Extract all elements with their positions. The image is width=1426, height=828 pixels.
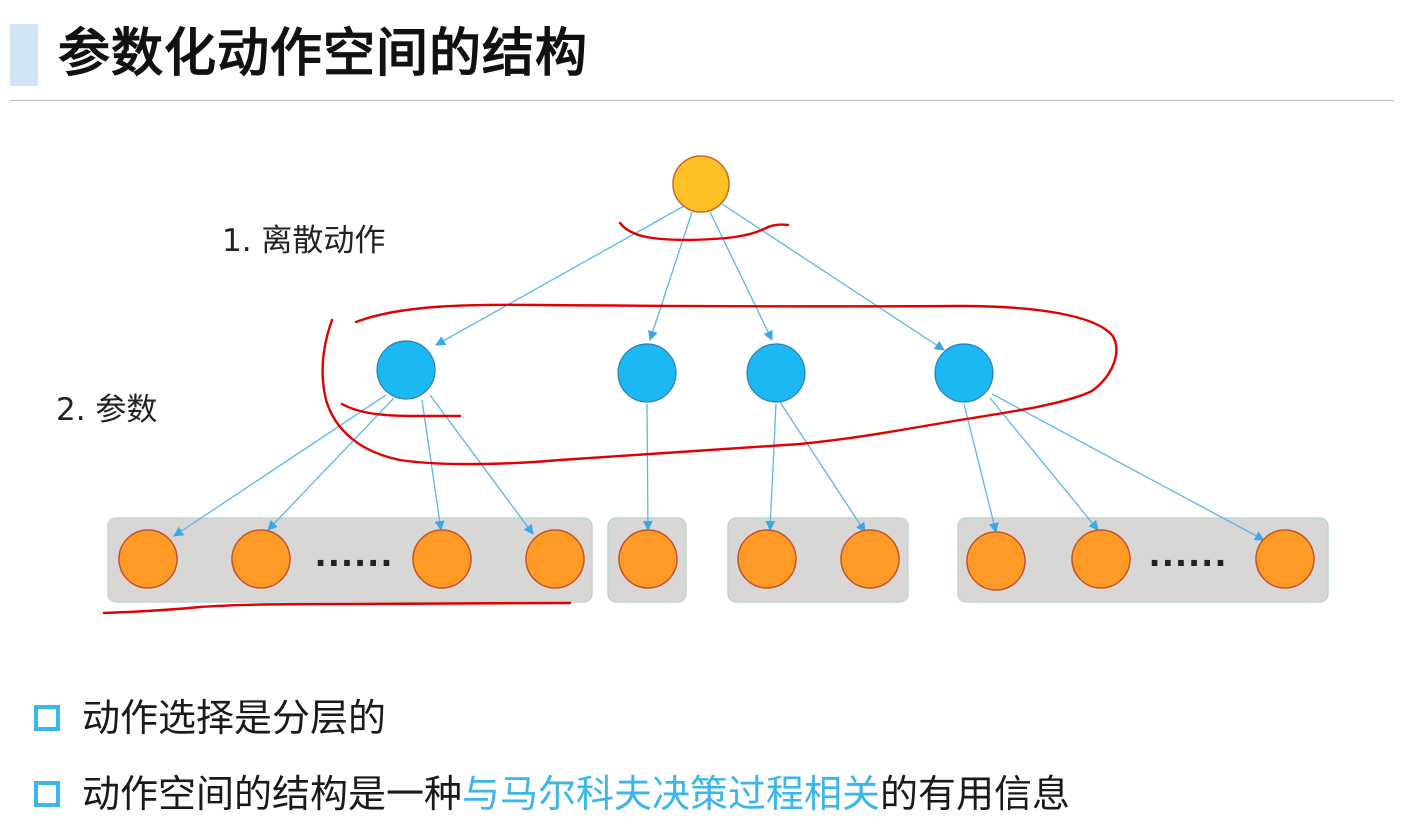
annotation-under-group-1 <box>102 601 572 615</box>
param-group-4 <box>957 517 1329 603</box>
param-node-2 <box>231 529 291 589</box>
param-node-5 <box>618 529 678 589</box>
param-node-7 <box>840 529 900 589</box>
slide-title: 参数化动作空间的结构 <box>58 24 589 84</box>
action-node-1 <box>376 340 436 400</box>
parameter-nodes <box>118 529 1315 591</box>
edge-a1-p3 <box>421 399 445 531</box>
bullet-item-2: 动作空间的结构是一种与马尔科夫决策过程相关的有用信息 <box>34 770 1070 818</box>
ellipsis-group-4: ...... <box>1149 536 1228 574</box>
bullet-item-1: 动作选择是分层的 <box>34 694 386 742</box>
edge-root-a4 <box>721 203 945 351</box>
edge-a1-p1 <box>173 394 387 537</box>
edge-a4-p10 <box>991 393 1265 541</box>
discrete-action-nodes <box>376 340 994 403</box>
param-node-4 <box>525 529 585 589</box>
red-annotations <box>102 221 1118 615</box>
edge-a1-p2 <box>267 397 395 531</box>
param-group-1 <box>107 517 593 603</box>
param-node-10 <box>1255 529 1315 589</box>
annotation-under-action-1 <box>340 402 462 418</box>
edge-a3-p6 <box>765 403 777 531</box>
annotation-under-root <box>618 221 790 242</box>
action-node-2 <box>617 343 677 403</box>
bullet-2-highlight: 与马尔科夫决策过程相关 <box>462 772 881 816</box>
param-node-6 <box>737 529 797 589</box>
param-node-3 <box>412 529 472 589</box>
edge-a3-p7 <box>779 401 866 533</box>
square-bullet-icon <box>34 705 60 731</box>
action-node-3 <box>746 343 806 403</box>
square-bullet-icon <box>34 781 60 807</box>
edge-root-a1 <box>435 205 685 346</box>
annotation-loop-actions <box>321 303 1118 466</box>
param-node-1 <box>118 529 178 589</box>
title-accent-bar <box>10 24 38 86</box>
edge-a4-p8 <box>963 403 999 533</box>
label-parameters: 2. 参数 <box>56 392 158 428</box>
edge-root-a3 <box>709 211 773 341</box>
bullet-2-text-before: 动作空间的结构是一种 <box>82 772 463 816</box>
bullet-2-text-after: 的有用信息 <box>880 772 1071 816</box>
param-edges <box>173 393 1265 541</box>
root-edges <box>435 203 945 351</box>
param-node-8 <box>966 531 1026 591</box>
label-discrete-actions: 1. 离散动作 <box>222 223 386 259</box>
bullet-1-text: 动作选择是分层的 <box>82 696 387 740</box>
root-node <box>672 155 730 213</box>
edge-root-a2 <box>648 211 693 341</box>
title-divider <box>10 100 1394 101</box>
edge-a4-p9 <box>989 397 1099 531</box>
parameter-groups <box>107 517 1329 603</box>
ellipsis-group-1: ...... <box>315 536 394 574</box>
action-node-4 <box>934 343 994 403</box>
edge-a2-p5 <box>642 403 653 531</box>
param-node-9 <box>1071 529 1131 589</box>
